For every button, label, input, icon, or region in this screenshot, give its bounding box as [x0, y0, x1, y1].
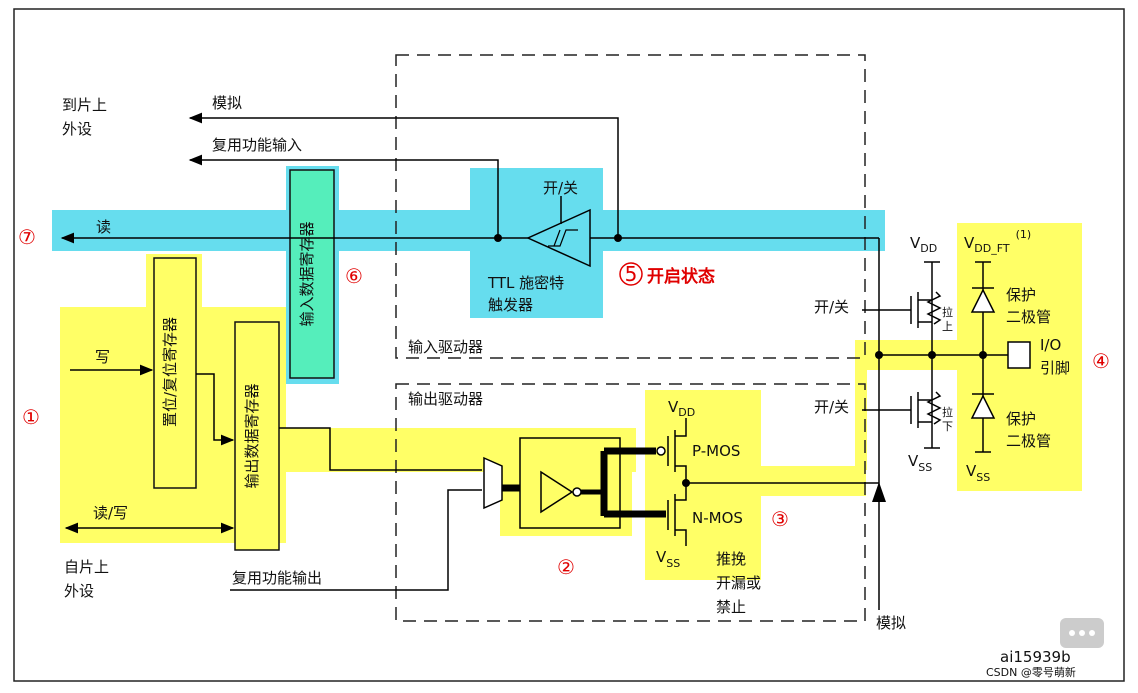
- output-driver-box: [395, 383, 866, 622]
- vss-diode-label: VSS: [966, 462, 990, 484]
- yellow-mos-link-v: [855, 360, 867, 470]
- to-onchip-label-2: 外设: [62, 120, 92, 138]
- diode-top-label-2: 二极管: [1006, 308, 1051, 326]
- schmitt-label-1: TTL 施密特: [487, 274, 564, 292]
- io-pin-pad: [1007, 341, 1031, 369]
- callout-1: ①: [22, 405, 40, 429]
- read-label: 读: [96, 218, 111, 236]
- bsrr-register: [153, 257, 197, 489]
- pin-node-a: [875, 351, 883, 359]
- output-data-reg-label: 输出数据寄存器: [243, 383, 261, 488]
- diode-top-label-1: 保护: [1006, 286, 1036, 304]
- from-onchip-label-1: 自片上: [64, 558, 109, 576]
- io-pin-label-1: I/O: [1040, 336, 1061, 354]
- vdd-label: VDD: [910, 234, 937, 255]
- analog-out-label: 模拟: [876, 614, 906, 632]
- protection-diodes: [970, 261, 996, 453]
- junction-schmitt-out: [614, 234, 622, 242]
- pmos-label: P-MOS: [692, 442, 740, 460]
- schmitt-label-2: 触发器: [488, 296, 533, 314]
- left-wires: [64, 364, 482, 591]
- push-pull-label-1: 推挽: [716, 550, 746, 568]
- vss-pd-label: VSS: [908, 452, 932, 474]
- input-wires: [60, 112, 880, 355]
- analog-in-label: 模拟: [212, 94, 242, 112]
- input-driver-label: 输入驱动器: [408, 338, 483, 356]
- pullup-onoff-label: 开/关: [814, 298, 849, 316]
- pull-up-switch: [862, 261, 942, 355]
- chat-bubble-icon: [1060, 618, 1104, 648]
- pmos-transistor: [656, 418, 687, 483]
- pull-down-switch: [862, 355, 942, 449]
- io-pin-label-2: 引脚: [1040, 359, 1070, 377]
- callout-2: ②: [557, 555, 575, 579]
- analog-arrow: [872, 482, 886, 502]
- af-output-label: 复用功能输出: [232, 569, 322, 587]
- push-pull-label-3: 禁止: [716, 598, 746, 616]
- nmos-transistor: [667, 483, 687, 546]
- bsrr-reg-label: 置位/复位寄存器: [161, 317, 179, 427]
- pull-up-label-1: 拉: [942, 305, 953, 319]
- svg-text:5: 5: [625, 262, 638, 286]
- pulldown-onoff-label: 开/关: [814, 398, 849, 416]
- af-input-label: 复用功能输入: [212, 136, 302, 154]
- nmos-label: N-MOS: [692, 509, 743, 527]
- output-mux: [483, 456, 503, 510]
- yellow-mos-area: [645, 390, 761, 580]
- callout-7: ⑦: [18, 225, 36, 249]
- callout-5: 5: [619, 262, 643, 286]
- output-data-register: [234, 321, 280, 551]
- schmitt-trigger: [526, 196, 591, 268]
- watermark: CSDN @零号萌新: [986, 665, 1076, 679]
- diode-bot-label-2: 二极管: [1006, 432, 1051, 450]
- to-onchip-label-1: 到片上: [62, 96, 107, 114]
- pull-down-label-2: 下: [942, 420, 953, 433]
- schmitt-onoff-label: 开/关: [543, 179, 578, 197]
- gate-bus: [581, 447, 666, 518]
- junction-schmitt-in: [494, 234, 502, 242]
- vdd-out-label: VDD: [668, 398, 695, 419]
- outer-frame: [13, 8, 1125, 682]
- yellow-mos-link: [760, 466, 866, 496]
- pull-down-label-1: 拉: [942, 405, 953, 419]
- write-label: 写: [95, 348, 110, 366]
- vss-out-label: VSS: [656, 548, 680, 570]
- vddft-label: VDD_FT(1): [964, 228, 1031, 255]
- cyan-read-band: [52, 210, 885, 251]
- output-inverter: [540, 470, 582, 514]
- callout-6: ⑥: [345, 264, 363, 288]
- callout-4: ④: [1092, 349, 1110, 373]
- callout-3: ③: [771, 507, 789, 531]
- push-pull-label-2: 开漏或: [716, 574, 761, 592]
- input-data-reg-label: 输入数据寄存器: [298, 221, 316, 326]
- read-write-label: 读/写: [93, 504, 128, 522]
- on-state-label: 开启状态: [647, 266, 715, 287]
- figure-id: ai15939b: [1000, 648, 1071, 666]
- input-driver-box: [395, 54, 866, 359]
- input-data-register: [289, 169, 335, 379]
- output-driver-label: 输出驱动器: [408, 390, 483, 408]
- from-onchip-label-2: 外设: [64, 582, 94, 600]
- pull-up-label-2: 上: [942, 320, 953, 333]
- diode-bot-label-1: 保护: [1006, 410, 1036, 428]
